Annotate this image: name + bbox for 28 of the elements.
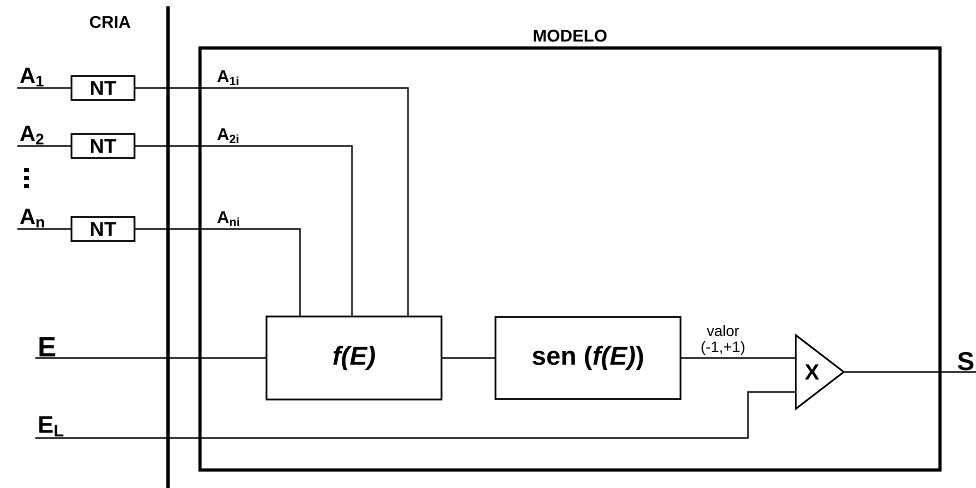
signal-label: E	[40, 337, 56, 356]
connector-line	[35, 357, 266, 359]
connector-line	[442, 357, 496, 359]
connector-line	[134, 145, 353, 316]
converter-box: NT	[70, 75, 136, 101]
connector-line	[35, 391, 796, 439]
edge-label: A$_{ni}$	[217, 211, 239, 226]
converter-box: NT	[70, 216, 136, 242]
signal-label: A$_{2}$	[20, 126, 44, 144]
connector-line	[17, 228, 72, 230]
edge-label: valor (-1,+1)	[702, 325, 744, 356]
signal-label: A$_{1}$	[20, 68, 44, 86]
node-label: MODELO	[534, 30, 607, 42]
connector-line	[680, 357, 796, 359]
edge-label: A$_{2i}$	[217, 128, 238, 144]
edge-label: A$_{1i}$	[217, 70, 238, 86]
connector-line	[17, 87, 72, 89]
connector-line	[17, 145, 72, 147]
signal-label: S	[958, 352, 974, 370]
connector-line	[134, 87, 409, 316]
connector-line	[134, 228, 301, 316]
signal-label: A$_{n}$	[20, 208, 44, 228]
block-box: f(E)	[266, 316, 442, 400]
signal-label: E$_{L}$	[39, 416, 64, 436]
converter-box: NT	[70, 133, 136, 159]
column-heading: CRIA	[90, 16, 130, 28]
connector-line	[844, 371, 976, 373]
block-box: sen (f(E))	[494, 316, 682, 400]
